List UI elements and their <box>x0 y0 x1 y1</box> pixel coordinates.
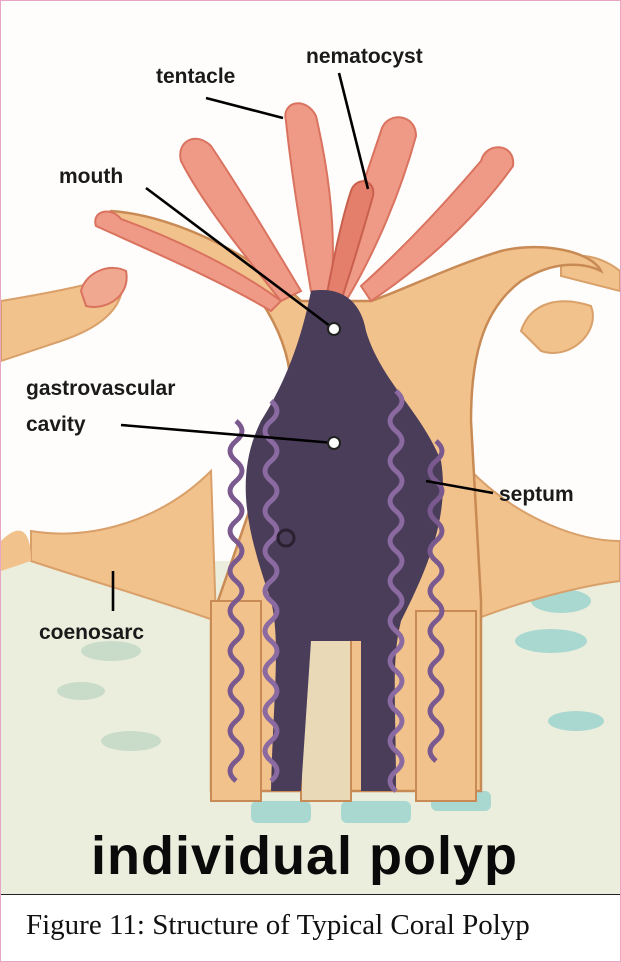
caption-box: Figure 11: Structure of Typical Coral Po… <box>1 894 620 962</box>
diagram-title: individual polyp <box>91 826 518 886</box>
polyp-diagram: tentacle nematocyst mouth gastrovascular… <box>1 1 620 894</box>
label-coenosarc: coenosarc <box>39 621 144 644</box>
label-gastrovascular: gastrovascular <box>26 377 175 400</box>
mouth-marker <box>328 323 340 335</box>
label-mouth: mouth <box>59 165 123 188</box>
label-tentacle: tentacle <box>156 65 235 88</box>
label-cavity: cavity <box>26 413 86 436</box>
label-nematocyst: nematocyst <box>306 45 423 68</box>
figure-caption: Figure 11: Structure of Typical Coral Po… <box>26 909 530 942</box>
label-septum: septum <box>499 483 574 506</box>
cavity-marker <box>328 437 340 449</box>
